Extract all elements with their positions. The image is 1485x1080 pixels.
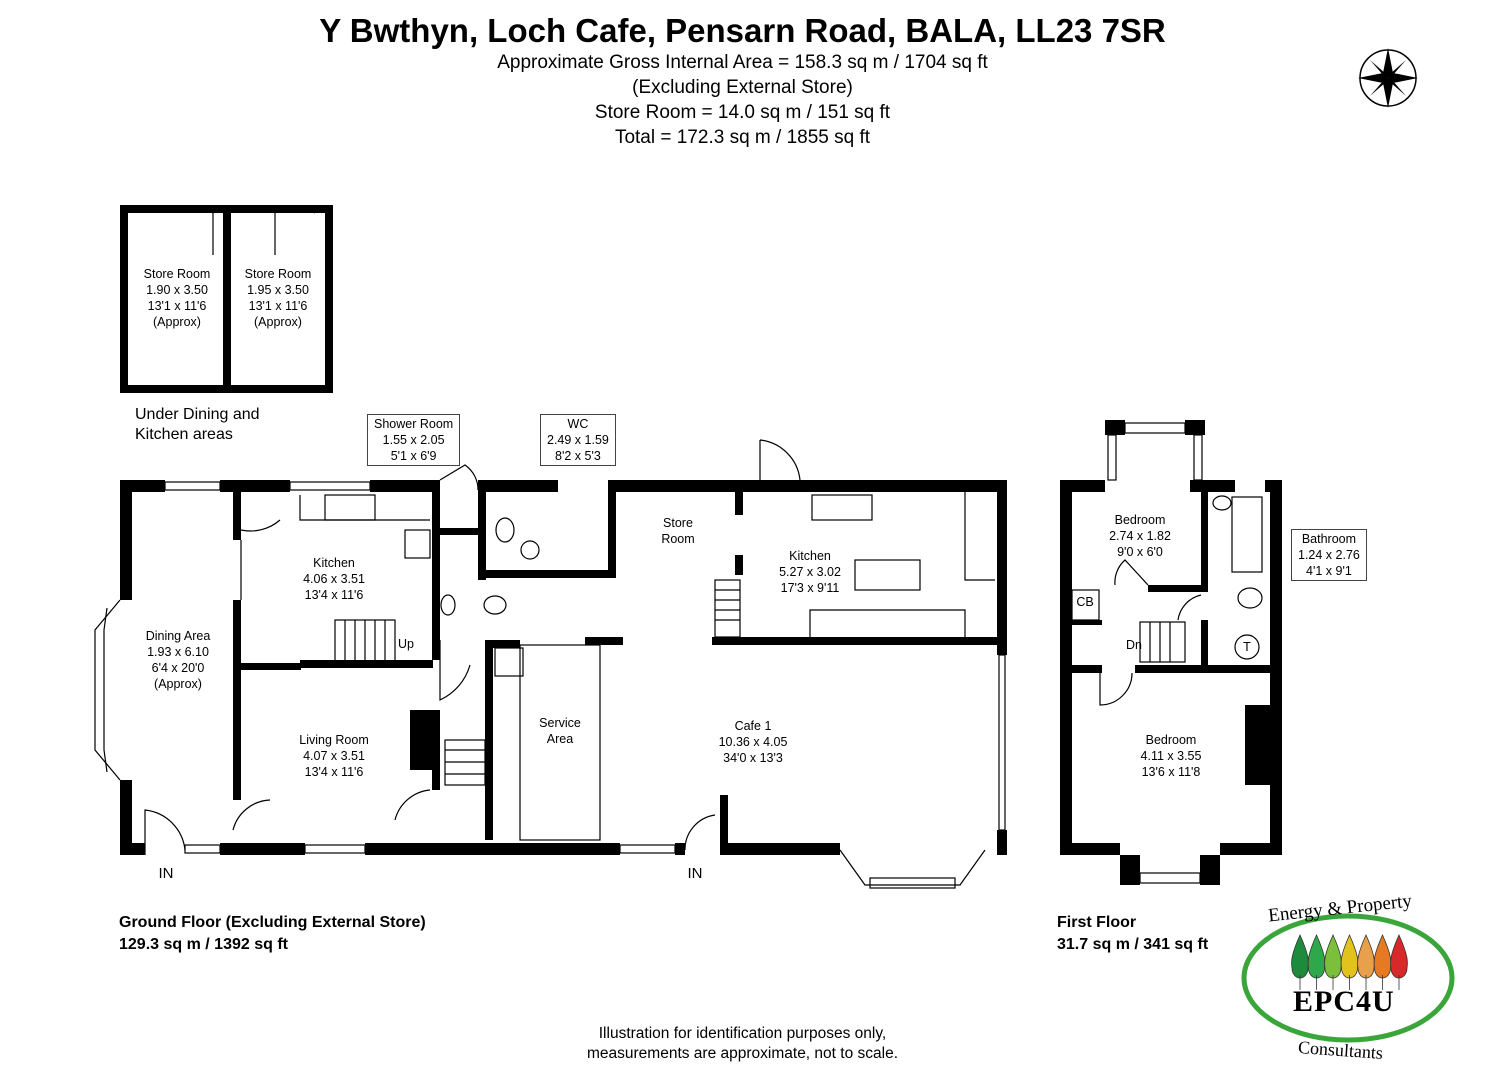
logo-drop <box>1373 934 1392 990</box>
floor-area: 129.3 sq m / 1392 sq ft <box>119 936 288 953</box>
room-imperial: 6'4 x 20'0 <box>151 661 205 675</box>
kitchen-2-label: Kitchen 5.27 x 3.02 17'3 x 9'11 <box>779 548 841 596</box>
page-title: Y Bwthyn, Loch Cafe, Pensarn Road, BALA,… <box>319 12 1166 49</box>
room-imperial: 13'6 x 11'8 <box>1141 765 1201 779</box>
room-name: Dining Area <box>145 629 211 643</box>
room-name: Store Room <box>143 267 211 281</box>
logo-drop <box>1291 934 1309 990</box>
disclaimer-line: Illustration for identification purposes… <box>598 1025 887 1042</box>
room-imperial: 5'1 x 6'9 <box>390 449 437 463</box>
walls <box>120 205 1007 855</box>
room-note: (Approx) <box>254 315 302 329</box>
excluding-note: (Excluding External Store) <box>632 77 853 98</box>
room-name: Shower Room <box>374 417 454 431</box>
room-name: Service <box>539 716 581 730</box>
room-metric: 4.07 x 3.51 <box>303 749 365 763</box>
room-imperial: 9'0 x 6'0 <box>1117 545 1163 559</box>
room-name: Cafe 1 <box>734 719 772 733</box>
room-imperial: 13'1 x 11'6 <box>248 299 308 313</box>
service-area-label: Service Area <box>539 715 581 747</box>
room-name: Living Room <box>299 733 369 747</box>
room-metric: 1.95 x 3.50 <box>247 283 309 297</box>
caption-line: Under Dining and <box>135 406 260 423</box>
entrance-label: IN <box>158 865 174 882</box>
stairs-up-label: Up <box>398 637 414 651</box>
room-imperial: 13'4 x 11'6 <box>304 588 364 602</box>
room-imperial: 4'1 x 9'1 <box>1306 564 1352 578</box>
room-metric: 1.90 x 3.50 <box>146 283 208 297</box>
room-name: Bathroom <box>1301 532 1357 546</box>
logo-main-text: EPC4U <box>1293 985 1395 1018</box>
room-name: Store Room <box>244 267 312 281</box>
room-metric: 5.27 x 3.02 <box>779 565 841 579</box>
room-imperial: 13'4 x 11'6 <box>304 765 364 779</box>
floor-label: Ground Floor (Excluding External Store) <box>119 914 426 931</box>
external-store-caption: Under Dining and Kitchen areas <box>135 405 260 445</box>
wc-label: WC 2.49 x 1.59 8'2 x 5'3 <box>540 414 616 466</box>
ground-floor-caption: Ground Floor (Excluding External Store) … <box>119 912 426 956</box>
room-metric: 1.24 x 2.76 <box>1298 548 1360 562</box>
logo-drop <box>1390 934 1408 990</box>
entrance-label: IN <box>687 865 703 882</box>
room-name: WC <box>567 417 589 431</box>
room-name: Kitchen <box>789 549 831 563</box>
cupboard-label: CB <box>1076 595 1094 609</box>
store-area: Store Room = 14.0 sq m / 151 sq ft <box>594 102 891 123</box>
tank-label: T <box>1243 640 1251 654</box>
room-metric: 4.06 x 3.51 <box>303 572 365 586</box>
room-metric: 2.49 x 1.59 <box>547 433 609 447</box>
logo-drop <box>1340 934 1359 990</box>
bedroom-small-label: Bedroom 2.74 x 1.82 9'0 x 6'0 <box>1109 512 1171 560</box>
caption-line: Kitchen areas <box>135 426 233 443</box>
first-floor-walls <box>1060 420 1282 885</box>
bathroom-label: Bathroom 1.24 x 2.76 4'1 x 9'1 <box>1291 529 1367 581</box>
room-name: Bedroom <box>1145 733 1197 747</box>
compass-rose-icon <box>1358 48 1418 108</box>
logo-drop <box>1307 934 1326 990</box>
gross-area: Approximate Gross Internal Area = 158.3 … <box>497 52 988 73</box>
room-name: Store <box>663 516 693 530</box>
dining-area-label: Dining Area 1.93 x 6.10 6'4 x 20'0 (Appr… <box>146 628 211 692</box>
room-note: (Approx) <box>154 677 202 691</box>
room-name: Room <box>661 532 695 546</box>
logo-drop <box>1357 934 1375 990</box>
room-metric: 1.93 x 6.10 <box>147 645 209 659</box>
disclaimer-line: measurements are approximate, not to sca… <box>586 1045 898 1062</box>
cafe-label: Cafe 1 10.36 x 4.05 34'0 x 13'3 <box>719 718 788 766</box>
floor-area: 31.7 sq m / 341 sq ft <box>1057 936 1209 953</box>
floor-label: First Floor <box>1057 914 1137 931</box>
room-name: Kitchen <box>313 556 355 570</box>
store-room-1-label: Store Room 1.90 x 3.50 13'1 x 11'6 (Appr… <box>144 266 211 330</box>
shower-room-label: Shower Room 1.55 x 2.05 5'1 x 6'9 <box>367 414 461 466</box>
room-metric: 2.74 x 1.82 <box>1109 529 1171 543</box>
room-imperial: 13'1 x 11'6 <box>147 299 207 313</box>
epc4u-logo <box>1241 913 1455 1043</box>
bedroom-label: Bedroom 4.11 x 3.55 13'6 x 11'8 <box>1141 732 1202 780</box>
kitchen-label: Kitchen 4.06 x 3.51 13'4 x 11'6 <box>303 555 365 603</box>
room-name: Bedroom <box>1114 513 1166 527</box>
first-floor-caption: First Floor 31.7 sq m / 341 sq ft <box>1057 912 1208 956</box>
disclaimer: Illustration for identification purposes… <box>0 1024 1485 1064</box>
room-metric: 4.11 x 3.55 <box>1140 749 1202 763</box>
stairs-down-label: Dn <box>1126 638 1142 652</box>
fixtures <box>94 206 1006 889</box>
room-imperial: 34'0 x 13'3 <box>723 751 783 765</box>
store-room-label: Store Room <box>661 515 694 547</box>
room-note: (Approx) <box>153 315 201 329</box>
room-metric: 1.55 x 2.05 <box>382 433 445 447</box>
store-room-2-label: Store Room 1.95 x 3.50 13'1 x 11'6 (Appr… <box>245 266 312 330</box>
room-imperial: 8'2 x 5'3 <box>555 449 601 463</box>
living-room-label: Living Room 4.07 x 3.51 13'4 x 11'6 <box>299 732 368 780</box>
total-area: Total = 172.3 sq m / 1855 sq ft <box>614 127 871 148</box>
logo-drop <box>1324 934 1342 990</box>
room-imperial: 17'3 x 9'11 <box>780 581 840 595</box>
room-metric: 10.36 x 4.05 <box>718 735 788 749</box>
room-name: Area <box>546 732 574 746</box>
